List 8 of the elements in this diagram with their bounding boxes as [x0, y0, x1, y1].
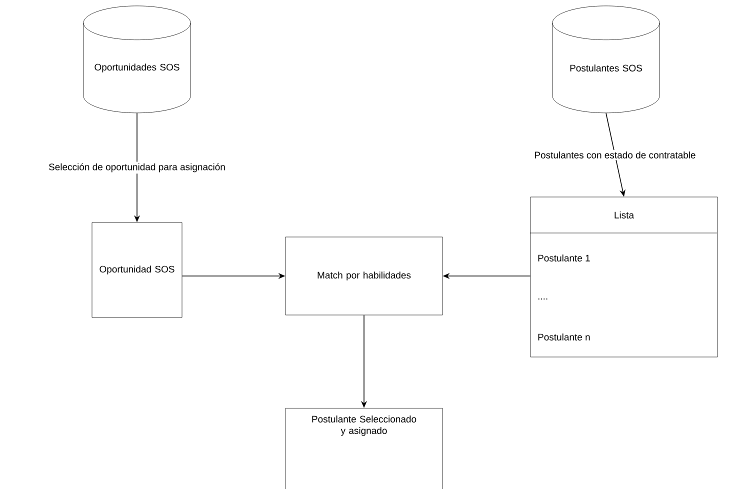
process-box: Match por habilidades: [285, 236, 443, 316]
list-box: Lista Postulante 1 .... Postulante n: [530, 196, 718, 358]
database-cylinder: Postulantes SOS: [552, 6, 660, 114]
process-box: Postulante Seleccionado y asignado: [285, 408, 443, 489]
edge-label: Postulantes con estado de contratable: [532, 150, 698, 160]
edge-label: Selección de oportunidad para asignación: [47, 162, 227, 174]
database-cylinder: Oportunidades SOS: [83, 6, 191, 114]
process-box: Oportunidad SOS: [92, 222, 182, 318]
